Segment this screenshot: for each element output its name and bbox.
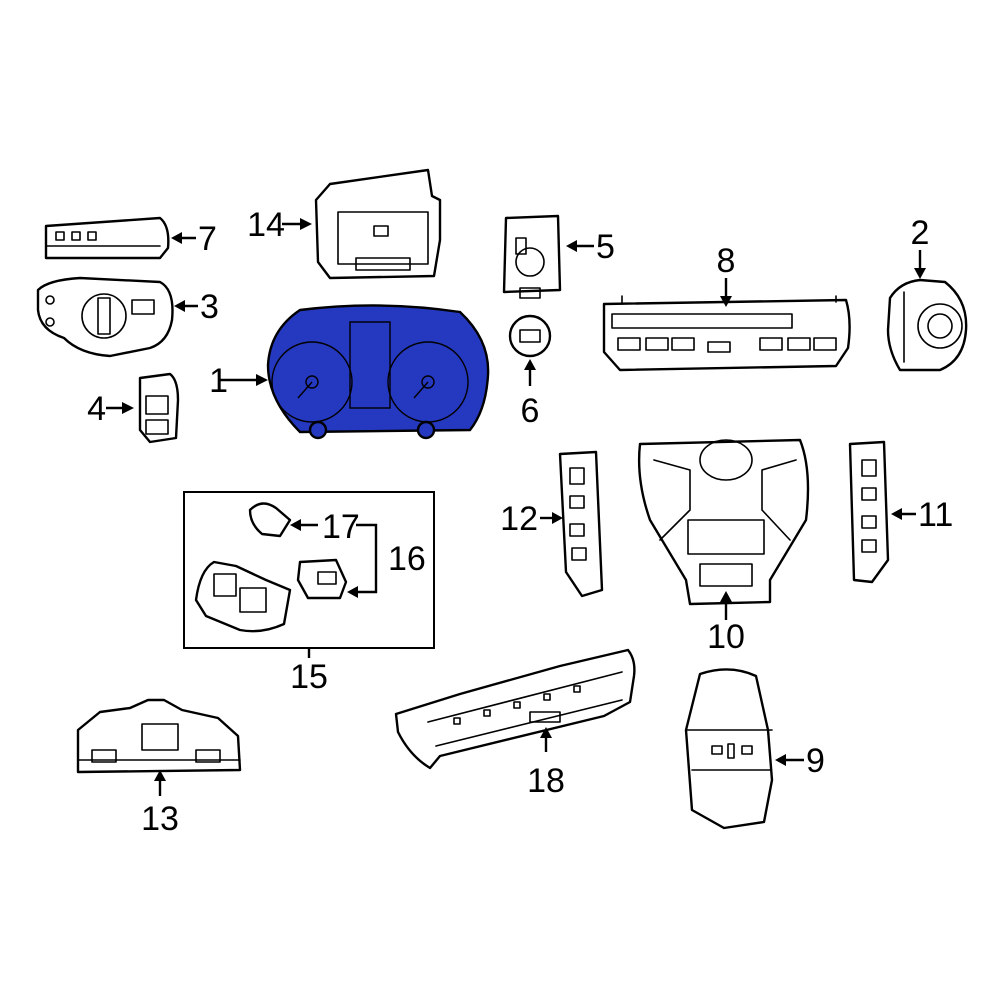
callout-7: 7 <box>198 220 217 258</box>
part-11-right-switch[interactable] <box>848 440 890 584</box>
part-2-round-switch[interactable] <box>886 278 968 372</box>
part-10-center-console[interactable] <box>637 438 810 606</box>
callout-18: 18 <box>527 762 565 800</box>
part-13-control-unit[interactable] <box>76 698 242 774</box>
part-9-shifter-module[interactable] <box>684 668 774 830</box>
callout-2: 2 <box>911 214 930 252</box>
part-3-headlamp-switch[interactable] <box>36 276 174 358</box>
part-8-climate-control-panel[interactable] <box>602 295 851 372</box>
callout-12: 12 <box>500 500 538 538</box>
part-18-switch-panel[interactable] <box>394 648 636 770</box>
part-4-small-switch[interactable] <box>138 372 180 444</box>
part-1-instrument-cluster[interactable] <box>266 304 490 440</box>
part-7-switch-bank[interactable] <box>44 216 170 260</box>
callout-14: 14 <box>247 206 285 244</box>
callout-8: 8 <box>717 242 736 280</box>
callout-10: 10 <box>707 618 745 656</box>
part-12-left-switch[interactable] <box>558 450 604 598</box>
callout-1: 1 <box>209 362 228 400</box>
callout-16: 16 <box>388 540 426 578</box>
callout-13: 13 <box>141 800 179 838</box>
callout-5: 5 <box>596 228 615 266</box>
callout-4: 4 <box>87 390 106 428</box>
callout-9: 9 <box>806 742 825 780</box>
part-16-connector[interactable] <box>296 558 348 600</box>
part-14-module[interactable] <box>314 168 442 280</box>
part-6-knob[interactable] <box>508 314 552 358</box>
part-5-ignition-switch[interactable] <box>502 214 562 299</box>
callout-3: 3 <box>200 288 219 326</box>
part-17-bulb[interactable] <box>248 502 292 538</box>
part-15-housing[interactable] <box>194 560 292 633</box>
callout-15: 15 <box>290 658 328 696</box>
callout-6: 6 <box>521 392 540 430</box>
callout-11: 11 <box>918 496 953 534</box>
callout-17: 17 <box>322 508 360 546</box>
